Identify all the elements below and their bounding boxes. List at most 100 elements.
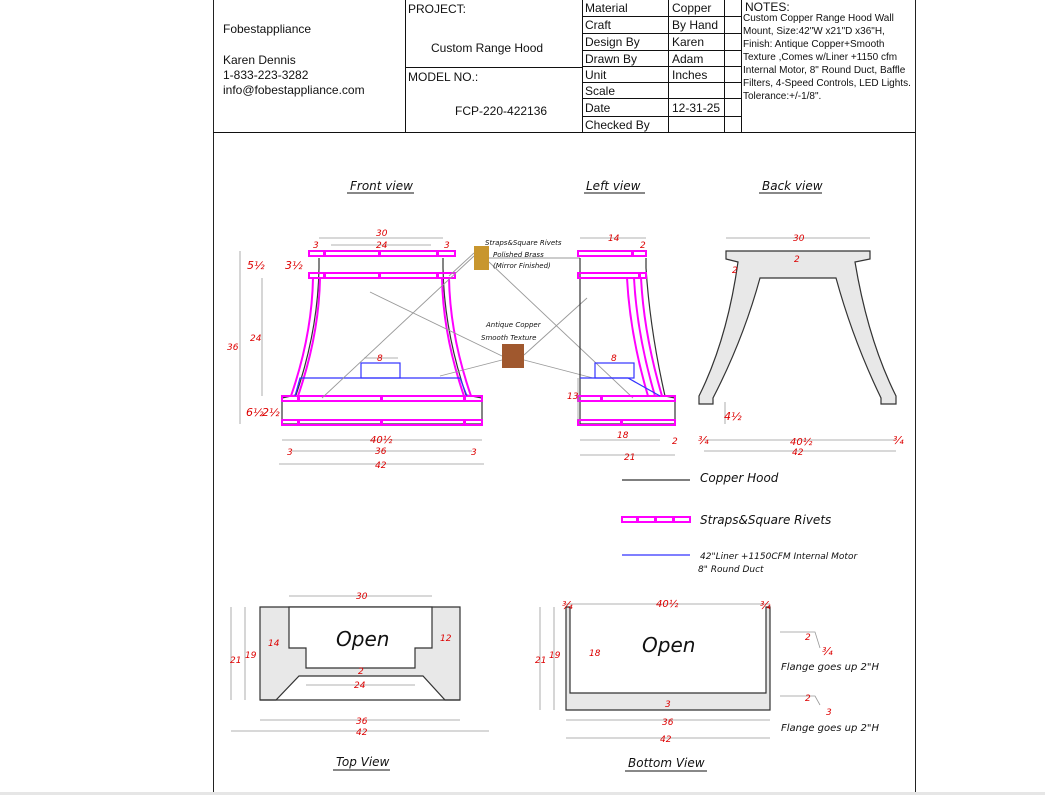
spec-value: Copper	[672, 1, 712, 15]
front-duct	[360, 362, 401, 379]
straps-callout-finish: Polished Brass	[493, 251, 544, 259]
left-strap-curves	[626, 277, 663, 397]
legend-hood-label: Copper Hood	[700, 471, 779, 485]
dim-label: 36	[227, 343, 239, 353]
dim-label: 30	[356, 592, 368, 602]
bottom-view-title: Bottom View	[628, 756, 705, 770]
dim-label: 8	[611, 354, 617, 364]
copper-callout-title: Antique Copper	[485, 321, 542, 329]
back-view: 30 2 2 4½ ¾ ¾ 40½ 42	[698, 234, 904, 458]
dim-label: 14	[608, 234, 620, 244]
model-label: MODEL NO.:	[408, 70, 479, 84]
bottom-open-label: Open	[642, 633, 695, 657]
legend-straps-label: Straps&Square Rivets	[700, 513, 831, 527]
legend-duct-label: 8" Round Duct	[698, 565, 764, 575]
dim-label: 18	[617, 431, 629, 441]
legend-straps-line	[621, 516, 691, 523]
dim-label: 3	[313, 241, 319, 251]
dim-label: 19	[549, 651, 561, 661]
top-view-opening	[288, 606, 433, 669]
dim-label: 2	[358, 667, 364, 677]
brass-swatch	[474, 246, 489, 270]
front-strap-upper	[308, 272, 456, 279]
dim-label: 3	[471, 448, 477, 458]
dim-label: ¾	[760, 599, 771, 612]
dim-label: 42	[792, 448, 804, 458]
dim-label: 19	[245, 651, 257, 661]
spec-value: Karen	[672, 35, 705, 49]
dim-label: 2	[732, 266, 738, 276]
dim-label: ¾	[562, 599, 573, 612]
left-duct	[594, 362, 635, 379]
dim-label: 8	[377, 354, 383, 364]
spec-label: Design By	[585, 35, 640, 49]
dim-label: 40½	[370, 434, 393, 446]
dim-label: 2	[672, 437, 678, 447]
contact-email: info@fobestappliance.com	[223, 83, 365, 97]
back-view-title: Back view	[762, 179, 823, 193]
front-strap-bottom	[281, 419, 483, 426]
dim-label: 2	[805, 694, 811, 704]
copper-swatch	[502, 344, 524, 368]
dim-label: 3	[444, 241, 450, 251]
dim-label: 14	[268, 639, 280, 649]
dim-label: 3	[826, 708, 832, 718]
top-view-title: Top View	[336, 755, 390, 769]
spec-label: Scale	[585, 84, 616, 98]
dim-label: 2	[640, 241, 646, 251]
legend: Copper Hood Straps&Square Rivets 42"Line…	[621, 471, 858, 575]
top-view: Open 30 14 12 21 19 2 24 36 42	[230, 592, 489, 738]
company-name: Fobestappliance	[223, 22, 312, 36]
left-strap-top	[577, 250, 647, 257]
dim-label: 42	[660, 735, 672, 745]
dim-label: 24	[376, 241, 388, 251]
project-value: Custom Range Hood	[431, 41, 544, 55]
dim-label: 24	[250, 334, 262, 344]
dim-label: 4½	[724, 410, 742, 423]
left-strap-upper	[577, 272, 647, 279]
notes-text: Custom Copper Range Hood Wall Mount, Siz…	[743, 13, 911, 102]
front-strap-left	[290, 277, 321, 397]
copper-callout-finish: Smooth Texture	[481, 334, 536, 342]
dim-label: 21	[230, 656, 241, 666]
dim-label: ¾	[822, 645, 833, 658]
dim-label: 2	[805, 633, 811, 643]
dim-label: 36	[356, 717, 368, 727]
contact-name: Karen Dennis	[223, 53, 296, 67]
dim-label: 36	[375, 447, 387, 457]
dim-label: 21	[535, 656, 546, 666]
flange-note: Flange goes up 2"H	[781, 723, 880, 734]
bottom-view: Open ¾ ¾ 40½ 21 19 18 3 36 42 2 ¾ 2 3 Fl…	[535, 598, 880, 745]
top-open-label: Open	[336, 627, 389, 651]
dim-label: 36	[662, 718, 674, 728]
dim-label: 42	[356, 728, 368, 738]
straps-callout-title: Straps&Square Rivets	[485, 239, 562, 247]
spec-label: Drawn By	[585, 52, 638, 66]
front-strap-right	[441, 277, 472, 397]
dim-label: 24	[354, 681, 366, 691]
dim-label: 40½	[656, 598, 679, 610]
spec-value: 12-31-25	[672, 101, 721, 115]
dim-label: 6½	[246, 406, 264, 419]
spec-label: Material	[585, 1, 628, 15]
front-view: 30 24 3 3 36 24 5½ 3½ 6½ 2½ 8 40½ 36 42 …	[227, 229, 484, 471]
front-strap-top	[308, 250, 456, 257]
material-callouts: Straps&Square Rivets Polished Brass (Mir…	[321, 239, 634, 399]
dim-label: 2	[794, 255, 800, 265]
dim-label: 30	[376, 229, 388, 239]
left-strap-bottom	[577, 419, 676, 426]
back-hood-outline	[698, 250, 897, 405]
contact-phone: 1-833-223-3282	[223, 68, 309, 82]
front-view-title: Front view	[350, 179, 413, 193]
dim-label: ¾	[698, 434, 709, 447]
title-block-grid	[213, 0, 915, 133]
front-liner	[294, 377, 468, 397]
flange-note: Flange goes up 2"H	[781, 662, 880, 673]
spec-value: Inches	[672, 68, 708, 82]
dim-label: 30	[793, 234, 805, 244]
spec-value: Adam	[672, 52, 704, 66]
spec-label: Checked By	[585, 118, 650, 132]
page-bottom-edge	[0, 792, 1045, 795]
dim-label: 3½	[285, 259, 303, 272]
